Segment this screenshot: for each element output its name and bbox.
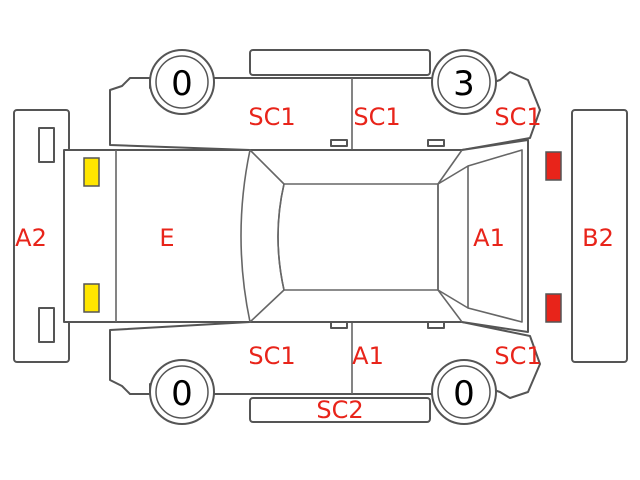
tire-rear-bottom: 0 (149, 359, 215, 425)
tire-front-top-inner (437, 55, 491, 109)
a-pillar-top (437, 149, 463, 185)
door-handle-top-2 (427, 139, 445, 147)
front-bumper-panel (571, 109, 628, 363)
tire-front-top: 3 (431, 49, 497, 115)
tire-front-top-value: 3 (453, 64, 475, 104)
label-top-front-fender: SC1 (494, 103, 541, 131)
tire-rear-top-inner (155, 55, 209, 109)
tire-front-bottom-inner (437, 365, 491, 419)
tire-rear-top: 0 (149, 49, 215, 115)
roof-panel (277, 183, 439, 291)
tire-rear-bottom-value: 0 (171, 374, 193, 414)
rear-light-bottom-yellow (83, 283, 100, 313)
label-rear-bumper: A2 (15, 224, 47, 252)
tire-front-bottom-value: 0 (453, 374, 475, 414)
roof-edge-top (249, 49, 431, 76)
label-bottom-front-fender: SC1 (494, 342, 541, 370)
label-bottom-sill: SC2 (316, 396, 363, 424)
rear-bumper-light-bottom (38, 307, 55, 343)
label-bottom-rear-door: SC1 (248, 342, 295, 370)
headlight-bottom-red (545, 293, 562, 323)
label-top-front-door: SC1 (353, 103, 400, 131)
headlight-top-red (545, 151, 562, 181)
label-top-rear-door: SC1 (248, 103, 295, 131)
label-bottom-front-door: A1 (352, 342, 384, 370)
tire-rear-top-value: 0 (171, 64, 193, 104)
roof-edge-bottom (249, 397, 431, 423)
label-trunk: E (159, 224, 174, 252)
tire-rear-bottom-inner (155, 365, 209, 419)
door-handle-top-1 (330, 139, 348, 147)
tire-front-bottom: 0 (431, 359, 497, 425)
rear-bumper-light-top (38, 127, 55, 163)
label-hood: A1 (473, 224, 505, 252)
top-view-body (63, 139, 529, 333)
label-front-bumper: B2 (582, 224, 614, 252)
rear-light-top-yellow (83, 157, 100, 187)
hood-panel (467, 149, 523, 323)
a-pillar-bottom (437, 289, 463, 323)
